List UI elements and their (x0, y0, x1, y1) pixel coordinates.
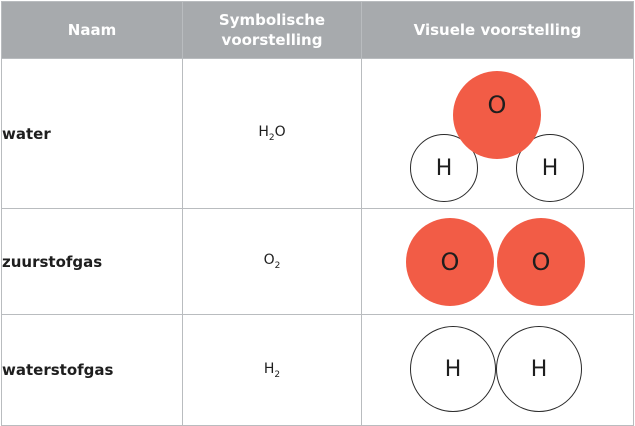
oxygen-atom: O (406, 218, 494, 306)
hydrogen-atom: H (410, 326, 496, 412)
formula-symbol: H (263, 360, 275, 377)
molecule-visual: H H O (361, 58, 634, 209)
formula-subscript: 2 (274, 369, 281, 380)
formula-symbol: O (263, 252, 275, 269)
oxygen-atom: O (497, 218, 585, 306)
formula-symbol: O (274, 124, 286, 141)
formula-subscript: 2 (268, 132, 275, 143)
molecule-visual: H H (361, 314, 634, 426)
table-row: zuurstofgas O2 O O (1, 208, 634, 315)
molecule-visual: O O (361, 208, 634, 315)
molecule-name: zuurstofgas (1, 208, 183, 315)
header-symbolic-label: Symbolische voorstelling (218, 11, 326, 49)
formula-subscript: 2 (274, 260, 281, 271)
table-row: water H2O H H O (1, 58, 634, 209)
oxygen-atom: O (453, 71, 541, 159)
molecule-formula: O2 (182, 208, 362, 315)
header-row: Naam Symbolische voorstelling Visuele vo… (1, 1, 634, 59)
hydrogen-atom: H (496, 326, 582, 412)
header-symbolic: Symbolische voorstelling (182, 1, 362, 59)
header-name: Naam (1, 1, 183, 59)
molecule-name: waterstofgas (1, 314, 183, 426)
molecule-formula: H2 (182, 314, 362, 426)
header-visual: Visuele voorstelling (361, 1, 634, 59)
molecule-name: water (1, 58, 183, 209)
formula-symbol: H (258, 124, 269, 141)
table-row: waterstofgas H2 H H (1, 314, 634, 426)
molecule-formula: H2O (182, 58, 362, 209)
